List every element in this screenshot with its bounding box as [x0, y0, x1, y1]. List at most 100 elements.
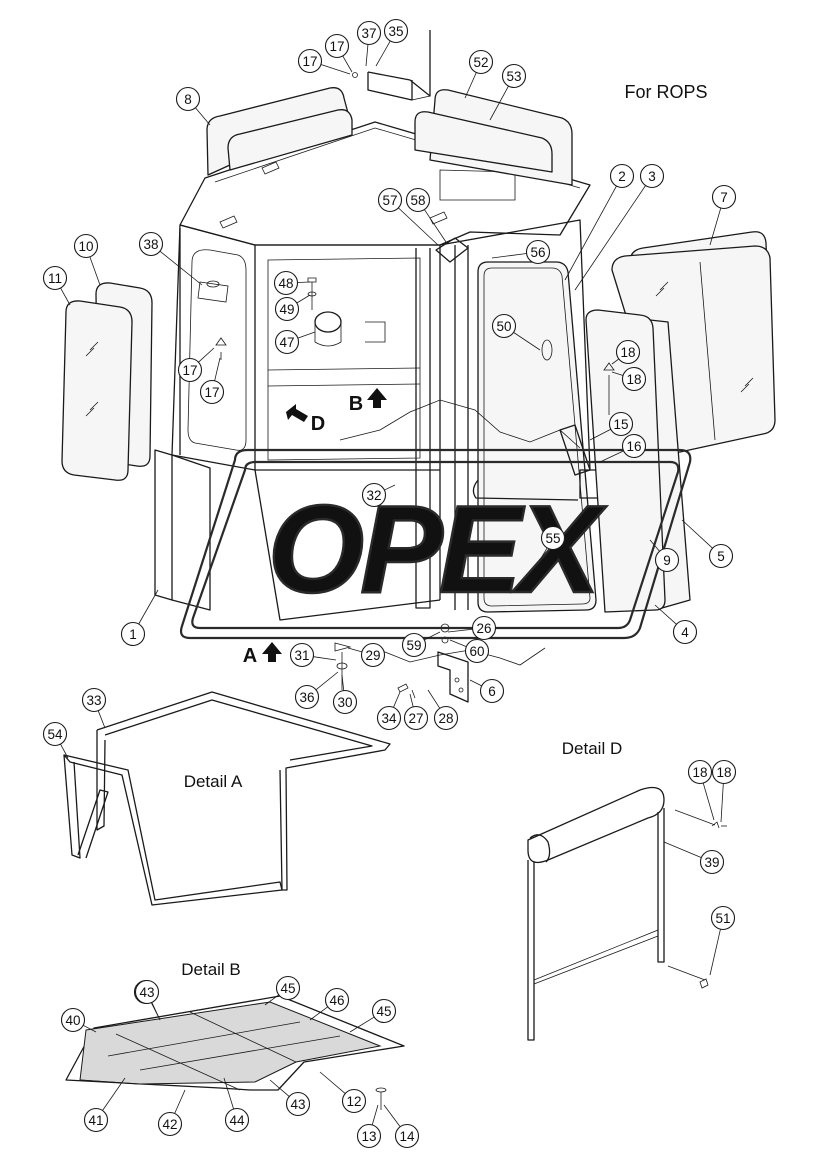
callout-leader-1	[138, 589, 159, 625]
callout-leader-18	[720, 783, 724, 823]
callout-number: 43	[290, 1097, 305, 1112]
callout-number: 18	[716, 765, 731, 780]
callout-number: 30	[337, 695, 352, 710]
callout-circle	[471, 615, 497, 641]
callout-leader-33	[97, 710, 106, 729]
callout-number: 15	[613, 417, 628, 432]
callout-circle	[81, 687, 107, 713]
callout-number: 54	[47, 727, 63, 742]
callout-leader-32	[384, 484, 396, 491]
callout-leader-29	[347, 647, 363, 653]
callout-leader-31	[313, 656, 337, 661]
callout-number: 45	[280, 981, 295, 996]
callout-number: 50	[496, 319, 511, 334]
cab-door	[472, 261, 621, 613]
callout-34: 34	[376, 705, 402, 731]
callout-number: 2	[618, 169, 626, 184]
callout-leader-17	[320, 64, 351, 75]
callout-38: 38	[138, 231, 164, 257]
callout-28: 28	[433, 705, 459, 731]
detail-b-title: Detail B	[181, 960, 241, 979]
detail-d-sunshade	[527, 786, 716, 1041]
callout-number: 1	[129, 627, 137, 642]
callout-number: 17	[182, 363, 197, 378]
callout-circle	[294, 684, 320, 710]
callout-12: 12	[341, 1088, 367, 1114]
callout-53: 53	[501, 63, 527, 89]
callout-52: 52	[468, 49, 494, 75]
callout-leader-14	[383, 1104, 401, 1128]
callout-circle	[654, 547, 680, 573]
detail-a-seal	[63, 691, 391, 906]
callout-leader-49	[296, 294, 311, 304]
callout-number: 17	[302, 54, 317, 69]
callout-leader-58	[424, 209, 447, 243]
callout-18: 18	[621, 366, 647, 392]
callout-circle	[464, 638, 490, 664]
callout-number: 60	[469, 644, 484, 659]
callout-circle	[540, 525, 566, 551]
callout-leader-43	[269, 1079, 290, 1097]
callout-number: 18	[692, 765, 707, 780]
callout-circle	[711, 759, 737, 785]
callout-42: 42	[157, 1111, 183, 1137]
callout-6: 6	[479, 678, 505, 704]
callout-leader-45	[264, 994, 279, 1006]
callout-54: 54	[42, 721, 68, 747]
callout-circle	[621, 366, 647, 392]
callout-circle	[83, 1107, 109, 1133]
callout-30: 30	[332, 689, 358, 715]
callout-leader-5	[681, 519, 713, 549]
callout-18: 18	[615, 339, 641, 365]
callout-circle	[324, 987, 350, 1013]
callout-35: 35	[383, 18, 409, 44]
callout-leader-56	[491, 253, 527, 259]
callout-10: 10	[73, 233, 99, 259]
callout-circle	[360, 642, 386, 668]
callout-leader-38	[159, 250, 203, 286]
callout-circle	[403, 705, 429, 731]
callout-59: 59	[401, 632, 427, 658]
callout-5: 5	[708, 543, 734, 569]
callout-number: 42	[162, 1117, 177, 1132]
callout-number: 17	[204, 385, 219, 400]
leader-lines	[60, 40, 724, 1128]
callout-number: 7	[720, 190, 728, 205]
callout-number: 58	[410, 193, 425, 208]
callout-circle	[138, 231, 164, 257]
callout-number: 4	[681, 625, 689, 640]
callout-17: 17	[177, 357, 203, 383]
callout-circle	[273, 270, 299, 296]
callout-circle	[285, 1091, 311, 1117]
callout-leader-16	[599, 450, 624, 463]
callout-leader-30	[341, 674, 345, 691]
callout-57: 57	[377, 187, 403, 213]
callout-circle	[199, 379, 225, 405]
callout-circle	[177, 357, 203, 383]
callout-circle	[711, 184, 737, 210]
callout-50: 50	[491, 313, 517, 339]
callout-leader-18	[702, 782, 715, 821]
callout-leader-28	[427, 689, 441, 709]
callout-circle	[401, 632, 427, 658]
callout-18: 18	[711, 759, 737, 785]
callout-circle	[639, 163, 665, 189]
callout-leader-47	[297, 331, 316, 339]
callout-leader-44	[223, 1077, 234, 1110]
callout-18: 18	[687, 759, 713, 785]
callout-leader-4	[654, 604, 677, 625]
callout-leader-45	[349, 1016, 375, 1033]
callout-circle	[501, 63, 527, 89]
callout-17: 17	[324, 33, 350, 59]
callout-circle	[42, 721, 68, 747]
callout-36: 36	[294, 684, 320, 710]
view-label-d: D	[311, 413, 325, 435]
callout-number: 32	[366, 488, 381, 503]
callout-circle	[405, 187, 431, 213]
callout-leader-26	[447, 628, 473, 633]
callout-circle	[609, 163, 635, 189]
callout-40: 40	[60, 1007, 86, 1033]
callout-leader-42	[174, 1089, 186, 1114]
